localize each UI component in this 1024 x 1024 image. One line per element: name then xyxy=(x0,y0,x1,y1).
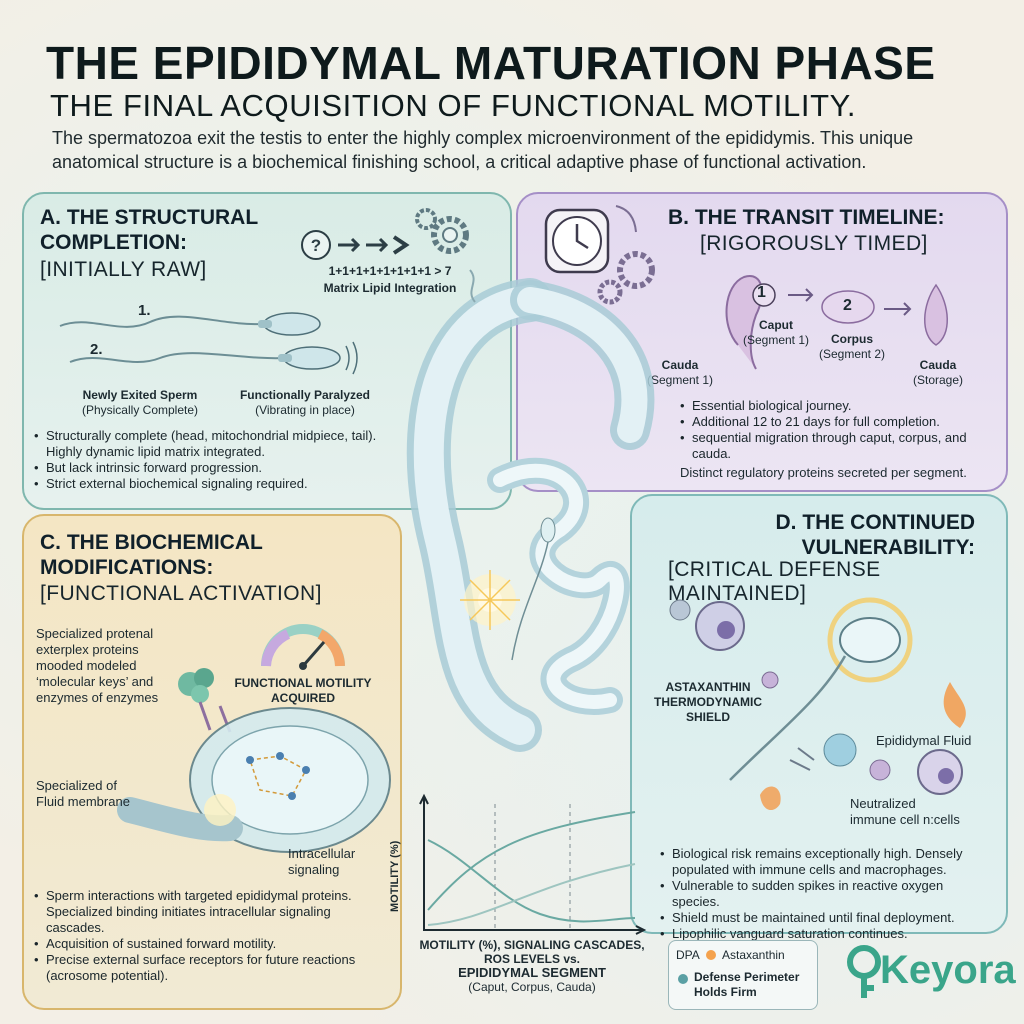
list-item: Vulnerable to sudden spikes in reactive … xyxy=(660,878,990,910)
panel-b-heading: B. THE TRANSIT TIMELINE: xyxy=(668,206,945,229)
step-1-number: 1 xyxy=(757,284,766,301)
ros-curve xyxy=(427,839,636,923)
epididymal-fluid-label: Epididymal Fluid xyxy=(876,733,972,748)
panel-c-heading: C. THE BIOCHEMICAL MODIFICATIONS: xyxy=(40,531,263,579)
formula-text: 1+1+1+1+1+1+1+1 > 7 xyxy=(328,264,452,278)
page-subtitle: THE FINAL ACQUISITION OF FUNCTIONAL MOTI… xyxy=(50,88,857,123)
astaxanthin-dot-icon xyxy=(706,950,716,960)
intro-paragraph: The spermatozoa exit the testis to enter… xyxy=(52,128,914,172)
gauge-label: FUNCTIONAL MOTILITY ACQUIRED xyxy=(234,676,372,705)
panel-d-bullets: Biological risk remains exceptionally hi… xyxy=(660,846,990,942)
sperm-pair-illustration xyxy=(59,312,358,375)
list-item: Precise external surface receptors for f… xyxy=(34,952,374,984)
panel-a-heading: A. THE STRUCTURAL COMPLETION: xyxy=(40,206,259,254)
panel-b-bracket: [RIGOROUSLY TIMED] xyxy=(700,232,928,255)
step-2-number: 2 xyxy=(843,297,852,314)
caput-label: Caput (Segment 1) xyxy=(742,318,810,347)
list-item: Shield must be maintained until final de… xyxy=(660,910,990,926)
motility-graph xyxy=(419,793,647,935)
graph-y-label: MOTILITY (%) xyxy=(389,840,401,912)
paralyzed-caption: Functionally Paralyzed (Vibrating in pla… xyxy=(239,388,371,417)
legend-defense: Defense Perimeter Holds Firm xyxy=(694,970,800,999)
panel-d-bracket: [CRITICAL DEFENSE MAINTAINED] xyxy=(668,558,881,605)
list-item: Lipophilic vanguard saturation continues… xyxy=(660,926,990,942)
list-item: sequential migration through caput, corp… xyxy=(680,430,980,462)
cauda-left-label: Cauda (Segment 1) xyxy=(646,358,714,387)
list-item: But lack intrinsic forward progression. xyxy=(34,460,394,476)
list-item: Acquisition of sustained forward motilit… xyxy=(34,936,374,952)
svg-text:?: ? xyxy=(311,236,321,255)
step-2-label: 2. xyxy=(90,341,103,358)
signaling-label: Intracellular signaling xyxy=(288,846,356,877)
transit-path-illustration xyxy=(725,275,948,370)
newly-exited-caption: Newly Exited Sperm (Physically Complete) xyxy=(81,388,199,417)
list-item: Strict external biochemical signaling re… xyxy=(34,476,394,492)
page-title: THE EPIDIDYMAL MATURATION PHASE xyxy=(46,37,936,89)
shield-label: ASTAXANTHIN THERMODYNAMIC SHIELD xyxy=(654,680,762,724)
question-to-gears-icon: ? xyxy=(301,208,469,260)
panel-d-heading: D. THE CONTINUED VULNERABILITY: xyxy=(775,511,976,559)
list-item: Biological risk remains exceptionally hi… xyxy=(660,846,990,878)
neutralized-label: Neutralized immune cell n:cells xyxy=(850,796,960,827)
clock-gears-icon xyxy=(544,205,655,305)
gauge-icon xyxy=(261,624,345,670)
motility-curve xyxy=(427,811,636,911)
formula-caption: Matrix Lipid Integration xyxy=(323,281,457,295)
list-item: Essential biological journey. xyxy=(680,398,980,414)
membrane-label: Specialized of Fluid membrane xyxy=(36,778,130,809)
panel-c-bullets: Sperm interactions with targeted epididy… xyxy=(34,888,374,984)
legend-astaxanthin: Astaxanthin xyxy=(722,948,785,962)
cauda-right-label: Cauda (Storage) xyxy=(912,358,964,387)
panel-b-footer: Distinct regulatory proteins secreted pe… xyxy=(680,465,967,480)
corpus-label: Corpus (Segment 2) xyxy=(818,332,886,361)
protein-label: Specialized protenal exterplex proteins … xyxy=(36,626,159,705)
panel-a-bracket: [INITIALLY RAW] xyxy=(40,258,207,281)
signaling-curve xyxy=(427,863,636,926)
panel-a-bullets: Structurally complete (head, mitochondri… xyxy=(34,428,394,492)
legend-dpa: DPA xyxy=(676,948,700,962)
brand-logo-text: Keyora xyxy=(880,948,1016,992)
list-item: Additional 12 to 21 days for full comple… xyxy=(680,414,980,430)
membrane-signaling-illustration xyxy=(117,668,391,853)
step-1-label: 1. xyxy=(138,302,151,319)
list-item: Structurally complete (head, mitochondri… xyxy=(34,428,394,460)
defense-dot-icon xyxy=(678,974,688,984)
panel-c-bracket: [FUNCTIONAL ACTIVATION] xyxy=(40,582,322,605)
epididymis-illustration xyxy=(406,278,655,752)
list-item: Sperm interactions with targeted epididy… xyxy=(34,888,374,936)
legend-box xyxy=(668,940,818,1010)
panel-b-bullets: Essential biological journey. Additional… xyxy=(680,398,980,462)
keyora-logo-icon xyxy=(847,945,881,998)
immune-defense-illustration xyxy=(669,597,966,811)
graph-caption: MOTILITY (%), SIGNALING CASCADES, ROS LE… xyxy=(419,938,645,994)
sperm-tail-decoration xyxy=(469,269,476,303)
